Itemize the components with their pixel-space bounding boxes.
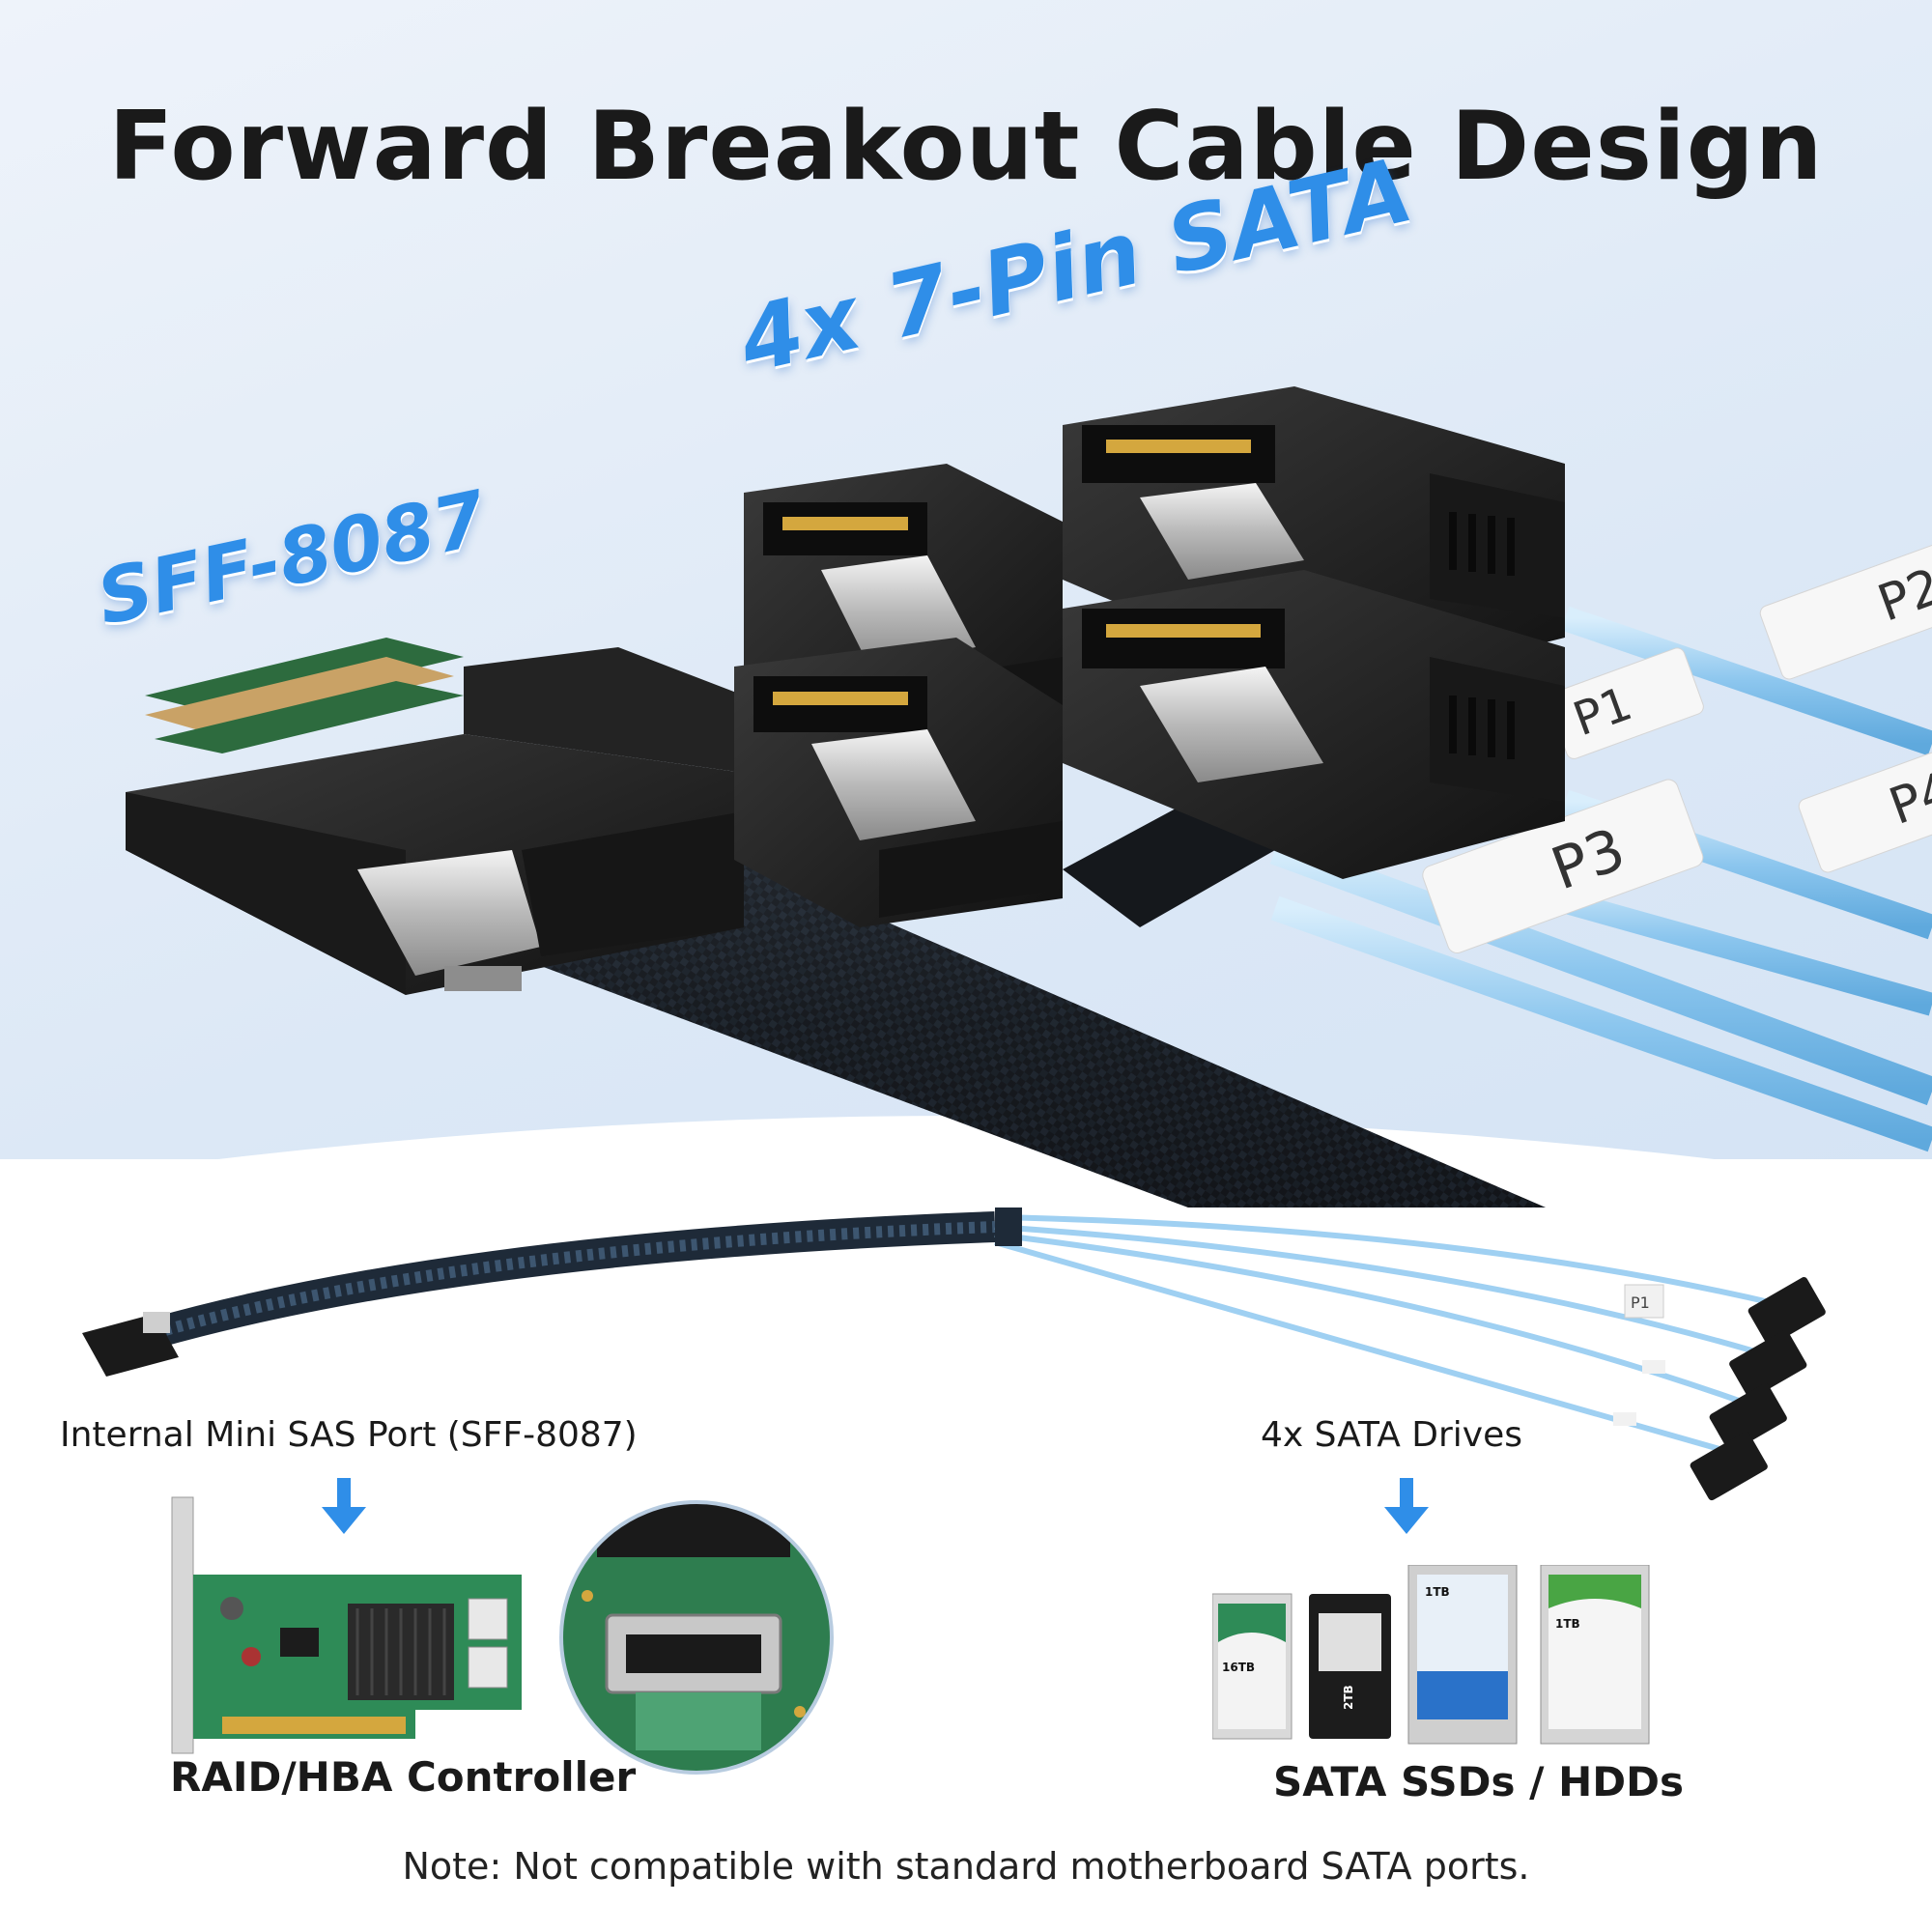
diagram-sleeve: [150, 1211, 996, 1349]
braided-sleeve: [541, 802, 1546, 1208]
sata-connector-4: [1063, 570, 1565, 879]
sata-connectors: [734, 386, 1565, 927]
drive-ssd-2tb: 2TB: [1309, 1594, 1391, 1739]
cable-tag-p1: P1: [1547, 647, 1704, 759]
arrow-down-icon: [1384, 1478, 1429, 1534]
sata-storage-label: SATA SSDs / HDDs: [1273, 1758, 1684, 1805]
raid-controller-card-image: [171, 1496, 522, 1754]
page-title: Forward Breakout Cable Design: [108, 92, 1824, 202]
panel-curve: [0, 1116, 1932, 1275]
drive-ssd-2tb-label: 2TB: [1342, 1685, 1355, 1710]
cable-tag-p4: P4: [1798, 737, 1932, 873]
arrow-down-icon: [322, 1478, 366, 1534]
cable-tag-p2: P2: [1759, 544, 1932, 680]
cable-overview-diagram: P1: [82, 1208, 1826, 1501]
raid-controller-label: RAID/HBA Controller: [170, 1753, 637, 1801]
diagram-sata-plugs: [1690, 1277, 1826, 1501]
hero-cable-illustration: P2 P1 P4 P3: [126, 386, 1932, 1208]
sata-drives-caption: 4x SATA Drives: [1261, 1415, 1523, 1455]
drive-16tb-label: 16TB: [1222, 1661, 1255, 1674]
diagram-tag-p1-text: P1: [1631, 1293, 1650, 1312]
drive-1tb-blue: 1TB: [1407, 1565, 1518, 1745]
diagram-tag-p1: P1: [1624, 1284, 1664, 1319]
diagram-sff-plug: [82, 1312, 179, 1377]
drive-16tb: 16TB: [1212, 1593, 1293, 1740]
mini-sas-port-caption: Internal Mini SAS Port (SFF-8087): [60, 1415, 638, 1455]
drive-1tb-green-label: 1TB: [1555, 1617, 1580, 1631]
cable-tag-p3: P3: [1422, 779, 1704, 953]
sata-connector-3: [734, 638, 1063, 927]
compatibility-note: Note: Not compatible with standard mothe…: [402, 1845, 1530, 1888]
sff8087-connector: [126, 638, 744, 995]
diagram-wires: [994, 1214, 1778, 1452]
sata-drives-image: 16TB 2TB 1TB 1TB: [1212, 1565, 1650, 1745]
drive-1tb-green: 1TB: [1540, 1565, 1650, 1745]
mini-sas-port-closeup: [559, 1500, 834, 1775]
cable-tags: P2 P1 P4 P3: [1422, 544, 1932, 953]
drive-1tb-blue-label: 1TB: [1425, 1585, 1450, 1599]
